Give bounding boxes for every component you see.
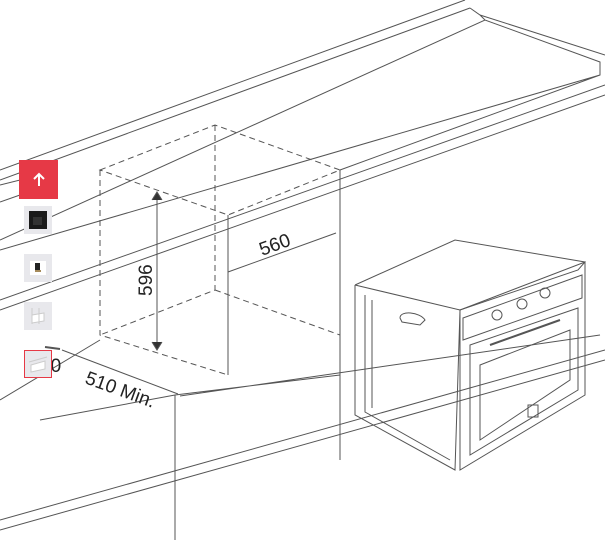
depth-dimension-label: 510 Min. [82,368,158,413]
arrow-up-icon [32,172,45,186]
oven-kitchen-thumbnail-icon [30,261,46,275]
thumbnail-2[interactable] [24,254,52,282]
oven-illustration [354,239,586,471]
height-dimension-label: 596 [136,264,157,296]
diagram-counter-thumbnail-icon [28,356,48,373]
width-dimension-label: 560 [257,230,294,261]
cabinet-rail [0,84,605,311]
scroll-up-button[interactable] [19,160,58,199]
countertop [0,0,605,251]
niche-outline [98,124,342,376]
thumbnail-4[interactable] [24,350,52,378]
diagram-column-thumbnail-icon [31,308,45,324]
thumbnail-1[interactable] [24,206,52,234]
thumbnail-3[interactable] [24,302,52,330]
oven-front-thumbnail-icon [29,211,47,229]
